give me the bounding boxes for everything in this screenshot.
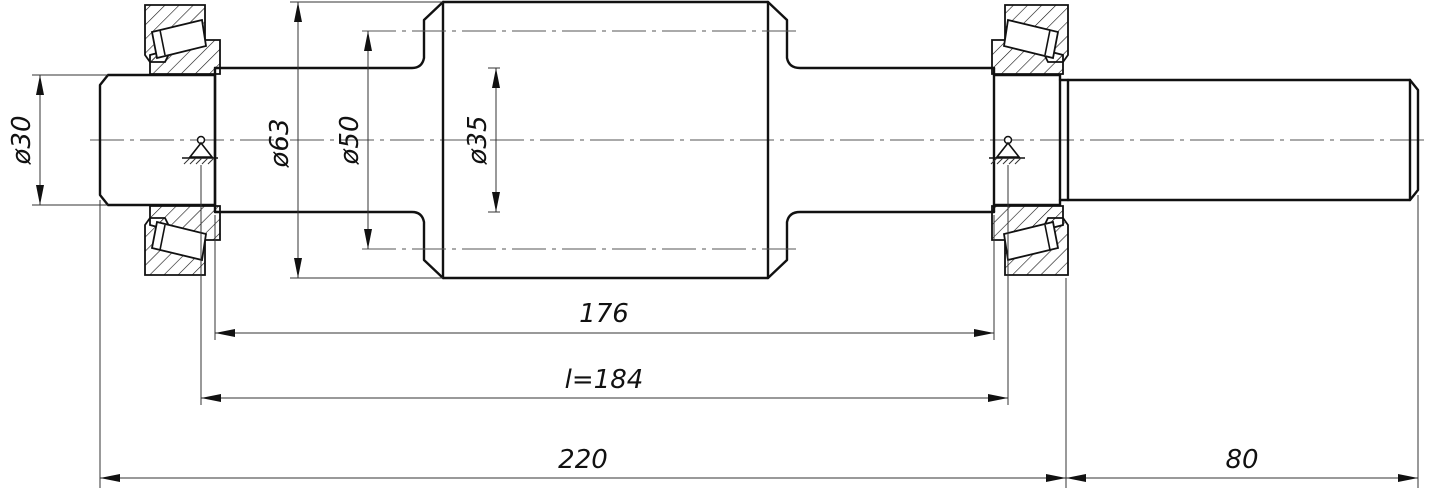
right-support-symbol	[989, 135, 1025, 165]
dim-d30-label: ø30	[7, 116, 37, 166]
left-support-symbol	[182, 135, 218, 165]
right-bearing-top	[991, 4, 1069, 75]
left-bearing-bottom	[144, 205, 221, 276]
dim-184-label: l=184	[565, 365, 644, 395]
shaft-outline	[98, 0, 1420, 280]
dim-d35-label: ø35	[463, 116, 493, 166]
right-bearing-bottom	[991, 205, 1069, 276]
extension-lines	[32, 1, 1419, 488]
dim-d50-label: ø50	[335, 116, 365, 166]
left-bearing-top	[144, 4, 221, 75]
dim-220-label: 220	[558, 445, 608, 475]
dimension-lines	[36, 2, 1418, 482]
dim-d63-label: ø63	[265, 119, 295, 169]
dim-80-label: 80	[1225, 445, 1258, 475]
dim-176-label: 176	[579, 299, 629, 329]
